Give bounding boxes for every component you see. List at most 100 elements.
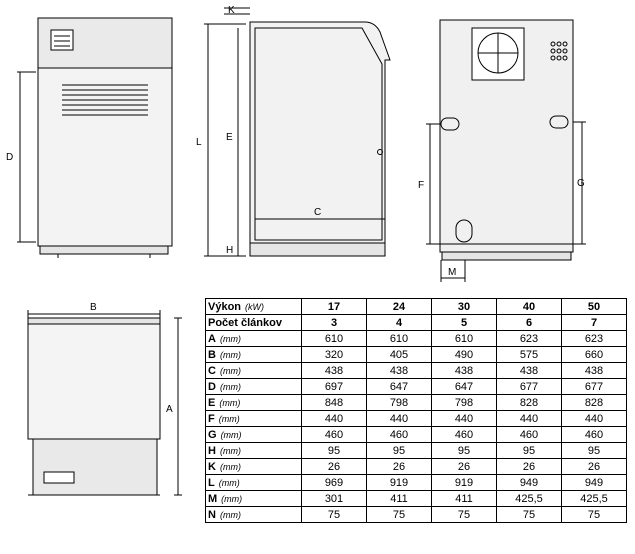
pipe-left — [440, 117, 460, 131]
row-label: Výkon — [208, 300, 242, 313]
connector-row — [550, 41, 568, 61]
table-cell: 575 — [496, 346, 562, 363]
row-label: K — [208, 460, 216, 473]
table-cell: 30 — [431, 298, 497, 315]
table-cell: 24 — [366, 298, 432, 315]
table-cell: 798 — [431, 394, 497, 411]
side-view — [204, 7, 391, 257]
row-label: C — [208, 364, 216, 377]
table-cell: 17 — [301, 298, 367, 315]
row-unit: (mm) — [219, 509, 241, 520]
table-cell: 677 — [496, 378, 562, 395]
bottom-lower-panel — [32, 438, 158, 496]
table-cell: 301 — [301, 490, 367, 507]
table-cell: 26 — [561, 458, 627, 475]
dimension-letters: D K L E C H F G M B A — [6, 5, 585, 415]
table-cell: 677 — [561, 378, 627, 395]
table-cell: 919 — [431, 474, 497, 491]
table-cell: 610 — [366, 330, 432, 347]
table-cell: 798 — [366, 394, 432, 411]
row-label: B — [208, 348, 216, 361]
table-cell: 438 — [561, 362, 627, 379]
table-cell: 623 — [561, 330, 627, 347]
table-cell: 828 — [561, 394, 627, 411]
front-view — [17, 17, 173, 258]
table-cell: 610 — [431, 330, 497, 347]
table-cell: 848 — [301, 394, 367, 411]
table-cell: 460 — [496, 426, 562, 443]
table-cell: 405 — [366, 346, 432, 363]
table-cell: 425,5 — [496, 490, 562, 507]
row-label: A — [208, 332, 216, 345]
table-cell: 7 — [561, 314, 627, 331]
side-base — [249, 242, 386, 257]
row-unit: (mm) — [219, 445, 241, 456]
table-cell: 438 — [301, 362, 367, 379]
row-header: M(mm) — [205, 490, 302, 507]
table-cell: 50 — [561, 298, 627, 315]
row-unit: (mm) — [219, 397, 241, 408]
table-cell: 5 — [431, 314, 497, 331]
row-header: C(mm) — [205, 362, 302, 379]
pipe-bottom — [455, 219, 473, 243]
row-label: F — [208, 412, 215, 425]
rear-view — [426, 19, 586, 282]
row-unit: (mm) — [219, 461, 241, 472]
row-header: D(mm) — [205, 378, 302, 395]
table-cell: 490 — [431, 346, 497, 363]
table-cell: 95 — [366, 442, 432, 459]
table-cell: 460 — [561, 426, 627, 443]
row-label: N — [208, 508, 216, 521]
row-header: L(mm) — [205, 474, 302, 491]
table-cell: 660 — [561, 346, 627, 363]
dim-label-g: G — [577, 178, 585, 189]
dim-label-h: H — [226, 245, 233, 256]
table-cell: 647 — [431, 378, 497, 395]
dim-label-e: E — [226, 132, 233, 143]
bottom-top-strip — [27, 317, 161, 325]
dim-label-m: M — [448, 267, 456, 278]
row-header: G(mm) — [205, 426, 302, 443]
row-header: N(mm) — [205, 506, 302, 523]
table-cell: 438 — [496, 362, 562, 379]
table-cell: 26 — [431, 458, 497, 475]
row-header: A(mm) — [205, 330, 302, 347]
bottom-view — [27, 310, 182, 496]
dim-label-c: C — [314, 207, 321, 218]
row-unit: (mm) — [220, 429, 242, 440]
front-body — [37, 67, 173, 247]
row-header: F(mm) — [205, 410, 302, 427]
row-label: Počet článkov — [208, 316, 282, 329]
pipe-right — [549, 115, 569, 129]
dim-label-f: F — [418, 180, 424, 191]
row-header: Počet článkov — [205, 314, 302, 331]
table-cell: 26 — [496, 458, 562, 475]
row-label: M — [208, 492, 218, 505]
inspection-window — [43, 471, 75, 484]
table-cell: 6 — [496, 314, 562, 331]
table-cell: 460 — [366, 426, 432, 443]
table-cell: 95 — [431, 442, 497, 459]
table-cell: 460 — [301, 426, 367, 443]
table-cell: 460 — [431, 426, 497, 443]
table-cell: 647 — [366, 378, 432, 395]
table-cell: 75 — [431, 506, 497, 523]
table-cell: 610 — [301, 330, 367, 347]
table-cell: 425,5 — [561, 490, 627, 507]
table-cell: 26 — [301, 458, 367, 475]
table-cell: 949 — [496, 474, 562, 491]
row-unit: (mm) — [219, 333, 241, 344]
table-cell: 438 — [366, 362, 432, 379]
